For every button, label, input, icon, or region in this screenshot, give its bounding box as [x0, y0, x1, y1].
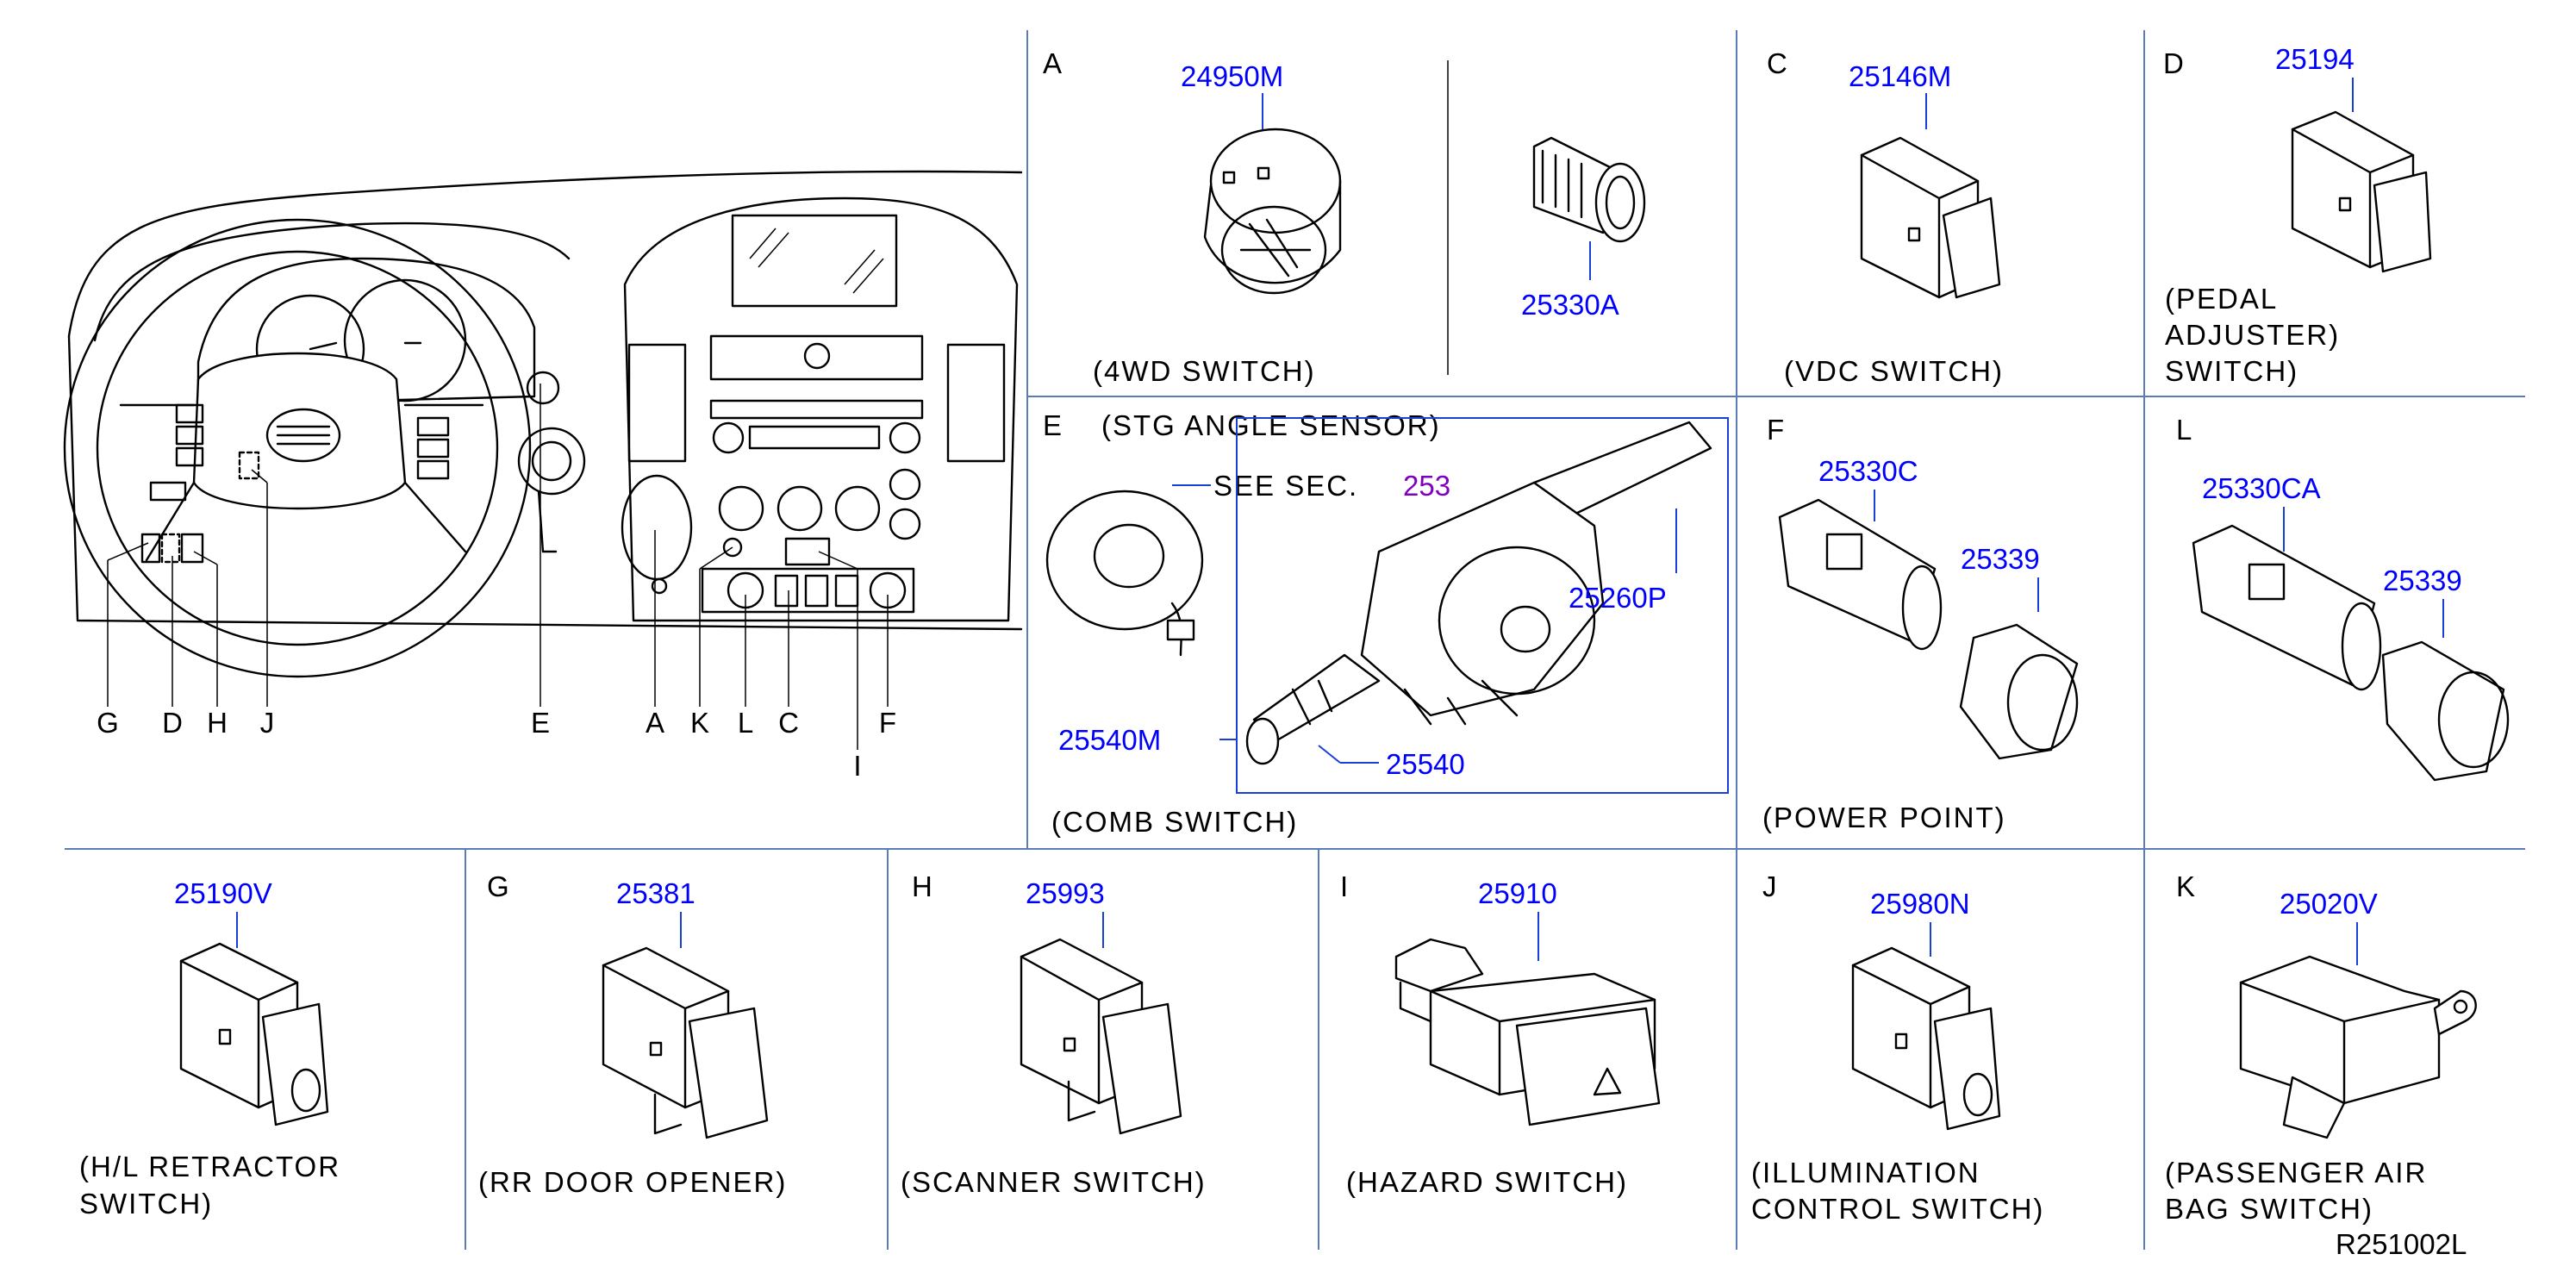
part-25330a[interactable]: 25330A [1521, 289, 1619, 321]
part-25020v[interactable]: 25020V [2280, 888, 2378, 920]
panel-c-letter: C [1767, 47, 1787, 79]
panel-d-letter: D [2163, 47, 2184, 79]
overview-letter-d: D [162, 707, 183, 739]
panel-grid [65, 30, 2525, 1250]
overview-letter-l: L [738, 707, 753, 739]
panel-c-caption: (VDC SWITCH) [1784, 355, 2004, 387]
panel-a: A 24950M (4WD SWITCH) 25330A [1043, 47, 1646, 387]
part-25910[interactable]: 25910 [1478, 877, 1557, 909]
panel-k-letter: K [2176, 870, 2195, 902]
panel-l: L 25330CA 25339 [2176, 414, 2510, 782]
panel-e-caption: (COMB SWITCH) [1051, 806, 1298, 838]
panel-d: D 25194 (PEDAL ADJUSTER) SWITCH) [2163, 43, 2432, 387]
overview-letter-a: A [646, 707, 664, 739]
overview-letter-h: H [207, 707, 228, 739]
scanner-switch-drawing [1020, 938, 1182, 1135]
panel-d-caption-line1: (PEDAL [2165, 283, 2278, 315]
panel-i-caption: (HAZARD SWITCH) [1346, 1166, 1628, 1198]
see-sec-label: SEE SEC. [1213, 470, 1358, 502]
part-25381[interactable]: 25381 [616, 877, 695, 909]
comb-switch-box [1236, 417, 1729, 794]
panel-h-letter: H [912, 870, 932, 902]
illumination-switch-drawing [1851, 946, 2001, 1131]
section-ref-253[interactable]: 253 [1403, 470, 1450, 502]
hl-caption-line1: (H/L RETRACTOR [79, 1151, 340, 1182]
panel-k-caption-line2: BAG SWITCH) [2165, 1193, 2373, 1225]
dashboard-overview: G D H J E A K L C F I [63, 170, 1023, 782]
part-25980n[interactable]: 25980N [1870, 888, 1970, 920]
panel-h: H 25993 (SCANNER SWITCH) [901, 870, 1207, 1198]
overview-letter-f: F [879, 707, 896, 739]
panel-e-letter: E [1043, 409, 1062, 441]
panel-k: K 25020V (PASSENGER AIR BAG SWITCH) [2165, 870, 2477, 1225]
stg-angle-sensor-drawing [1045, 490, 1204, 657]
rr-door-opener-drawing [602, 946, 769, 1139]
power-point-cap-drawing [1959, 623, 2079, 760]
part-25330ca[interactable]: 25330CA [2202, 472, 2321, 504]
panel-a-letter: A [1043, 47, 1062, 79]
panel-f: F 25330C 25339 (POWER POINT) [1762, 414, 2079, 833]
panel-f-letter: F [1767, 414, 1784, 446]
passenger-airbag-switch-drawing [2239, 955, 2477, 1139]
part-25260p[interactable]: 25260P [1569, 582, 1667, 614]
hl-retractor-drawing [179, 942, 329, 1126]
panel-k-caption-line1: (PASSENGER AIR [2165, 1157, 2427, 1189]
part-25190v[interactable]: 25190V [174, 877, 272, 909]
panel-e: E (STG ANGLE SENSOR) SEE SEC. 253 25260P… [1043, 409, 1729, 838]
panel-l-letter: L [2176, 414, 2192, 446]
panel-g-letter: G [487, 870, 509, 902]
hazard-switch-drawing [1394, 938, 1661, 1126]
hl-caption-line2: SWITCH) [79, 1188, 213, 1220]
panel-g: G 25381 (RR DOOR OPENER) [478, 870, 787, 1198]
pedal-adjuster-switch-drawing [2291, 110, 2432, 273]
panel-d-caption-line3: SWITCH) [2165, 355, 2298, 387]
part-25330c[interactable]: 25330C [1818, 455, 1918, 487]
part-25146m[interactable]: 25146M [1849, 60, 1951, 92]
panel-i: I 25910 (HAZARD SWITCH) [1340, 870, 1661, 1198]
overview-letter-e: E [531, 707, 550, 739]
25330a-drawing [1532, 136, 1646, 243]
part-25540m[interactable]: 25540M [1058, 724, 1161, 756]
panel-j-caption-line2: CONTROL SWITCH) [1751, 1193, 2044, 1225]
part-25339-f[interactable]: 25339 [1961, 543, 2040, 575]
panel-f-caption: (POWER POINT) [1762, 802, 2006, 833]
panel-g-caption: (RR DOOR OPENER) [478, 1166, 787, 1198]
overview-letter-g: G [97, 707, 119, 739]
panel-h-caption: (SCANNER SWITCH) [901, 1166, 1207, 1198]
panel-e-title: (STG ANGLE SENSOR) [1101, 409, 1441, 441]
panel-i-letter: I [1340, 870, 1348, 902]
l-cap-drawing [2381, 640, 2510, 782]
overview-letter-i: I [853, 750, 861, 782]
part-25993[interactable]: 25993 [1026, 877, 1105, 909]
panel-hl-retractor: 25190V (H/L RETRACTOR SWITCH) [79, 877, 340, 1220]
vdc-switch-drawing [1860, 136, 2001, 299]
panel-j-caption-line1: (ILLUMINATION [1751, 1157, 1980, 1189]
4wd-switch-drawing [1203, 128, 1342, 295]
overview-letter-c: C [778, 707, 799, 739]
power-point-socket-drawing [1778, 498, 1943, 651]
part-25194[interactable]: 25194 [2275, 43, 2355, 75]
diagram-code: R251002L [2336, 1228, 2467, 1260]
panel-j: J 25980N (ILLUMINATION CONTROL SWITCH) [1751, 870, 2044, 1225]
part-24950m[interactable]: 24950M [1181, 60, 1283, 92]
l-socket-drawing [2192, 524, 2382, 691]
overview-letter-j: J [260, 707, 275, 739]
panel-a-caption: (4WD SWITCH) [1093, 355, 1316, 387]
part-25540[interactable]: 25540 [1386, 748, 1465, 780]
panel-c: C 25146M (VDC SWITCH) [1767, 47, 2004, 387]
overview-letter-k: K [690, 707, 709, 739]
comb-switch-drawing [1245, 421, 1712, 765]
part-25339-l[interactable]: 25339 [2383, 565, 2462, 596]
panel-d-caption-line2: ADJUSTER) [2165, 319, 2340, 351]
panel-j-letter: J [1762, 870, 1777, 902]
